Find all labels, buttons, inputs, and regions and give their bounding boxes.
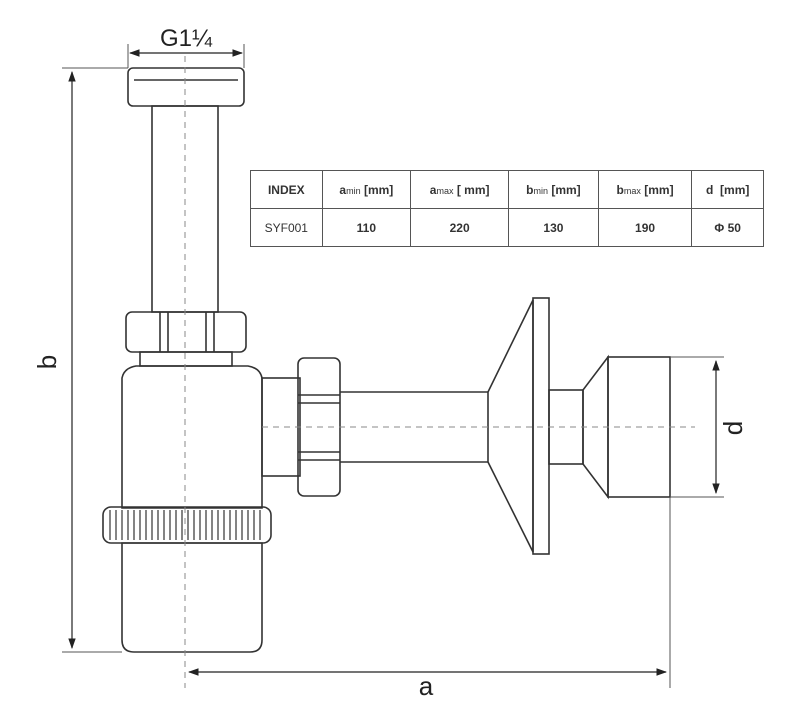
dimension-b-label: b: [32, 355, 62, 369]
horizontal-pipe: [340, 391, 488, 463]
specification-table: INDEX amin [mm] amax [ mm] bmin [mm] bma…: [250, 170, 764, 247]
header-a-min: amin [mm]: [321, 170, 412, 209]
cell-a-max: 220: [410, 208, 510, 247]
bottle-body: [121, 365, 263, 509]
bottom-cup: [121, 542, 263, 653]
wall-rosette: [487, 297, 550, 555]
cell-a-min: 110: [321, 208, 412, 247]
header-b-min: bmin [mm]: [508, 170, 599, 209]
dimension-lines: [68, 49, 720, 676]
thread-size-label: G1¼: [160, 25, 213, 52]
cell-d: Φ 50: [691, 208, 764, 247]
dimension-d-label: d: [718, 421, 748, 435]
header-index: INDEX: [250, 170, 323, 209]
header-b-max: bmax [mm]: [597, 170, 693, 209]
cell-index: SYF001: [250, 208, 323, 247]
knurled-ring: [102, 506, 272, 544]
slip-nut: [125, 311, 247, 367]
extension-lines: [62, 44, 724, 688]
dimension-a-label: a: [419, 671, 434, 701]
cell-b-min: 130: [508, 208, 599, 247]
header-d: d [mm]: [691, 170, 764, 209]
top-thread-cap: [127, 67, 245, 107]
cell-b-max: 190: [597, 208, 693, 247]
table-header-row: INDEX amin [mm] amax [ mm] bmin [mm] bma…: [250, 170, 764, 209]
header-a-max: amax [ mm]: [410, 170, 510, 209]
table-row: SYF001 110 220 130 190 Φ 50: [250, 208, 764, 247]
